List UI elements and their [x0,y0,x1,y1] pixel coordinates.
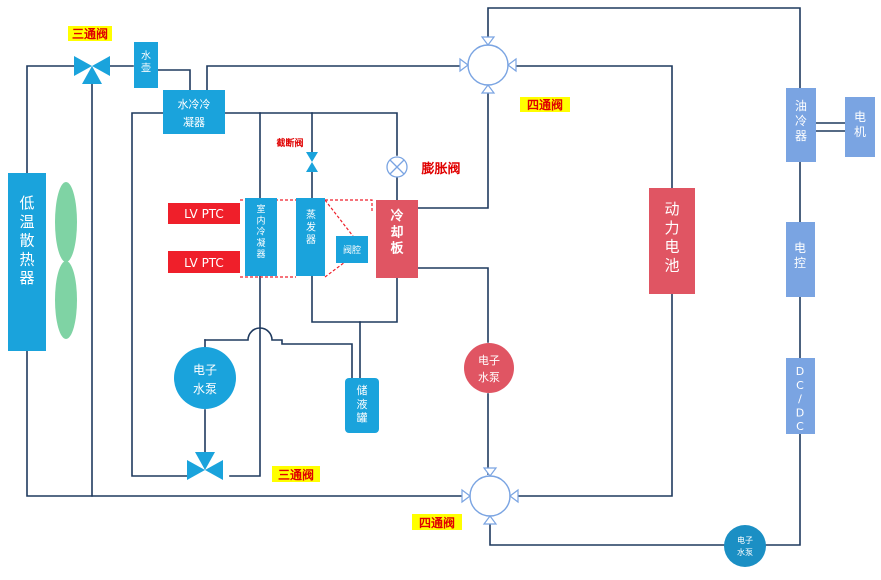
four-way-valve-bottom-arrow-down [482,515,498,525]
four-way-valve-top-tag [520,97,570,112]
four-way-valve-top-arrow-right [507,57,517,73]
pipe-pump-bottom-to-4way [489,521,725,546]
shutoff-valve-upper [306,152,318,162]
pipe-radiator-bottom [26,349,471,497]
cabin-condenser-label: 室内冷凝器 [256,203,265,260]
pipe-4way-right [515,65,673,189]
four-way-valve-bottom [461,467,519,525]
three-way-valve-top-tag [68,26,112,41]
dash-evap-chiller-1 [325,199,373,212]
shutoff-valve-lower [306,162,318,172]
lv-ptc-1-label: LV PTC [184,207,224,221]
three-way-valve-bottom [187,452,223,480]
accumulator-label: 储液罐 [357,383,368,425]
lv-ptc-2-label: LV PTC [184,256,224,270]
accumulator [345,378,379,433]
pipe-evap-bottom [311,275,398,323]
pipe-condenser-to-4way [206,65,461,91]
power-battery [649,188,695,294]
electric-pump-mid [464,343,514,393]
low-temp-radiator [8,173,46,351]
pipe-refrigerant-top [224,112,398,156]
pipe-chiller-to-4way [417,84,489,209]
electric-pump-left-label-1: 电子 [193,363,217,377]
lv-ptc-1-box [168,203,240,224]
four-way-valve-top-arrow-down [480,84,496,94]
four-way-valve-bottom-arrow-up [482,467,498,477]
electric-pump-left [174,347,236,409]
four-way-valve-bottom-body [469,475,511,517]
cabin-condenser [245,198,277,276]
four-way-valve-top-label: 四通阀 [527,97,563,112]
fan-blade-upper [55,182,77,262]
electric-pump-bottom-label-2: 水泵 [737,547,753,557]
expansion-valve-icon [386,156,408,178]
four-way-valve-top-arrow-up [480,36,496,46]
pipe-cabin-cond-bottom [229,275,261,477]
dcdc-converter [786,358,815,434]
pipe-hop [204,327,353,379]
water-cooled-condenser-label-1: 水冷冷 [178,98,211,111]
oil-cooler [786,88,816,162]
electric-pump-left-label-2: 水泵 [193,382,217,396]
low-temp-radiator-label: 低温散热器 [19,194,34,287]
four-way-valve-bottom-arrow-left [461,488,471,504]
electric-pump-bottom-label-1: 电子 [737,535,753,545]
electric-pump-mid-label-1: 电子 [478,354,500,367]
three-way-valve-top-left [74,56,92,76]
oil-cooler-label: 油冷器 [795,99,807,143]
pipe-radiator-top [26,65,81,176]
four-way-valve-bottom-label: 四通阀 [419,515,455,530]
pipe-refrigerant-left [131,112,191,477]
chiller [376,200,418,278]
dash-evap-chiller-2 [324,199,357,241]
water-cooled-condenser [163,90,225,134]
motor-controller-label: 电控 [794,241,806,270]
water-cooled-condenser-label-2: 凝器 [183,115,205,129]
four-way-valve-top-arrow-left [459,57,469,73]
pipe-dcdc-down [765,433,801,546]
evaporator-label: 蒸发器 [306,209,316,246]
three-way-valve-top [74,56,110,84]
fan-blade-lower [55,261,77,339]
motor-controller [786,222,815,297]
shutoff-valve-label: 截断阀 [276,137,303,149]
three-way-valve-bottom-right [205,460,223,480]
lv-ptc-2-box [168,251,240,273]
three-way-valve-bottom-label: 三通阀 [278,467,314,482]
three-way-valve-bottom-tag [272,466,320,482]
dash-evap-chiller-3 [324,261,346,278]
expansion-valve-label: 膨胀阀 [420,161,460,177]
pipe-chiller-to-pump [417,267,489,343]
fan-icon [55,182,77,339]
motor [845,97,875,157]
pipe-lines [26,7,846,546]
three-way-valve-top-down [82,66,102,84]
expansion-valve-cross [389,159,405,175]
three-way-valve-bottom-left [187,460,205,480]
pipe-4way-up [487,7,801,89]
pipe-heater-to-condenser [157,69,191,91]
evaporator [296,198,325,276]
chiller-label: 冷却板 [390,208,404,257]
power-battery-label: 动力电池 [664,200,679,274]
three-way-valve-top-right [92,56,110,76]
four-way-valve-bottom-tag [412,514,462,530]
electric-pump-bottom [724,525,766,567]
gas-liquid-separator-label: 阀腔 [343,244,361,256]
water-heater-label: 水壶 [141,50,151,75]
motor-label: 电机 [854,110,866,139]
electric-pump-mid-label-2: 水泵 [478,371,500,384]
three-way-valve-top-label: 三通阀 [72,26,108,41]
three-way-valve-bottom-up [195,452,215,470]
four-way-valve-top-body [467,44,509,86]
pipe-battery-down [509,293,673,497]
water-heater [134,42,158,88]
shutoff-valve-icon [306,152,318,172]
four-way-valve-top [459,36,517,94]
gas-liquid-separator [336,236,368,263]
four-way-valve-bottom-arrow-right [509,488,519,504]
